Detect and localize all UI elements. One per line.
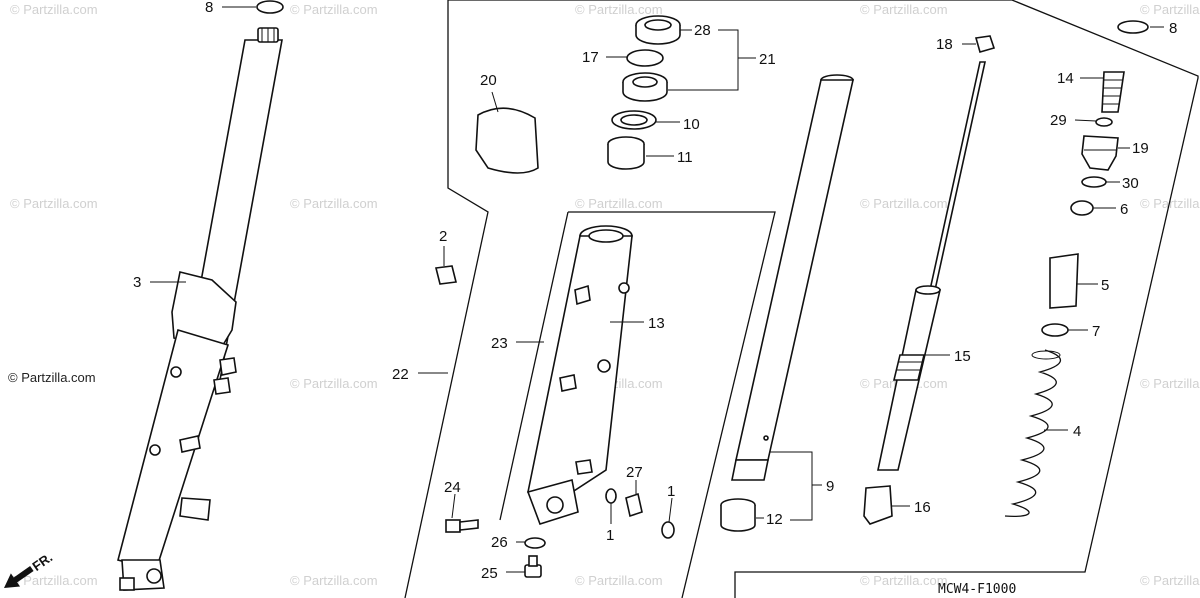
callout-19: 19 [1132,140,1149,157]
callout-7: 7 [1092,323,1100,340]
callout-26: 26 [491,534,508,551]
watermark: © Partzilla.com [860,2,948,17]
assembled-fork [117,27,283,591]
callouts: 8 8 28 17 21 10 11 20 18 14 29 19 30 6 2… [133,0,1177,582]
watermarks: © Partzilla.com © Partzilla.com © Partzi… [10,2,1200,588]
watermark: © Partzilla.com [290,2,378,17]
collar-27 [625,492,643,518]
callout-14: 14 [1057,70,1074,87]
washer-1-a [605,488,617,504]
watermark: © Partzilla.com [575,573,663,588]
callout-17: 17 [582,49,599,66]
callout-25: 25 [481,565,498,582]
callout-8: 8 [1169,20,1177,37]
callout-4: 4 [1073,423,1081,440]
spring-4 [1004,349,1061,518]
watermark: © Partzilla.com [1140,196,1200,211]
callout-30: 30 [1122,175,1139,192]
callout-2: 2 [439,228,447,245]
watermark: © Partzilla.com [575,2,663,17]
cap-19 [1081,135,1119,171]
callout-9: 9 [826,478,834,495]
callout-23: 23 [491,335,508,352]
callout-8: 8 [205,0,213,16]
fork-tube-9 [731,74,854,481]
damper-rod-15 [877,61,986,471]
bushing-2 [435,265,457,285]
callout-18: 18 [936,36,953,53]
washer-29 [1095,117,1113,127]
washer-26 [524,537,546,549]
callout-24: 24 [444,479,461,496]
callout-1: 1 [667,483,675,500]
bushing-12 [720,498,756,532]
direction-label: FR. [29,550,55,574]
watermark: © Partzilla.com [10,2,98,17]
watermark: © Partzilla.com [1140,376,1200,391]
bolt-25 [524,555,542,578]
watermark: © Partzilla.com [290,196,378,211]
bolt-24 [445,519,479,533]
fork-slider-13 [526,225,633,525]
watermark: © Partzilla.com [860,573,948,588]
slider-boundary [499,211,776,598]
nut-18 [974,35,996,53]
callout-13: 13 [648,315,665,332]
callout-10: 10 [683,116,700,133]
callout-21: 21 [759,51,776,68]
callout-1: 1 [606,527,614,544]
callout-5: 5 [1101,277,1109,294]
callout-3: 3 [133,274,141,291]
callout-28: 28 [694,22,711,39]
callout-16: 16 [914,499,931,516]
callout-20: 20 [480,72,497,89]
watermark: © Partzilla.com [10,196,98,211]
watermark: © Partzilla.com [290,573,378,588]
washer-1-b [661,521,675,539]
leader-lines [150,6,1164,573]
watermark: © Partzilla.com [1140,573,1200,588]
seal-stack [607,15,681,170]
callout-11: 11 [677,149,693,166]
callout-15: 15 [954,348,971,365]
watermark: © Partzilla.com [860,196,948,211]
diagram-code: MCW4-F1000 [938,582,1016,597]
callout-22: 22 [392,366,409,383]
watermark: © Partzilla.com [10,573,98,588]
washer-7 [1041,323,1069,337]
oring-30 [1081,176,1107,188]
callout-29: 29 [1050,112,1067,129]
circlip-8-right [1117,20,1149,34]
spacer-5 [1049,253,1079,309]
spring-seat-14 [1101,71,1125,113]
assembly-boundary [404,0,1199,598]
watermark: © Partzilla.com [1140,2,1200,17]
watermark: © Partzilla.com [290,376,378,391]
watermark-dark: © Partzilla.com [8,370,96,385]
washer-6 [1070,200,1094,216]
watermark: © Partzilla.com [575,196,663,211]
fork-cover-20 [475,107,539,174]
piece-16 [863,485,893,525]
callout-27: 27 [626,464,643,481]
callout-6: 6 [1120,201,1128,218]
callout-12: 12 [766,511,783,528]
circlip-8-left [256,0,284,14]
